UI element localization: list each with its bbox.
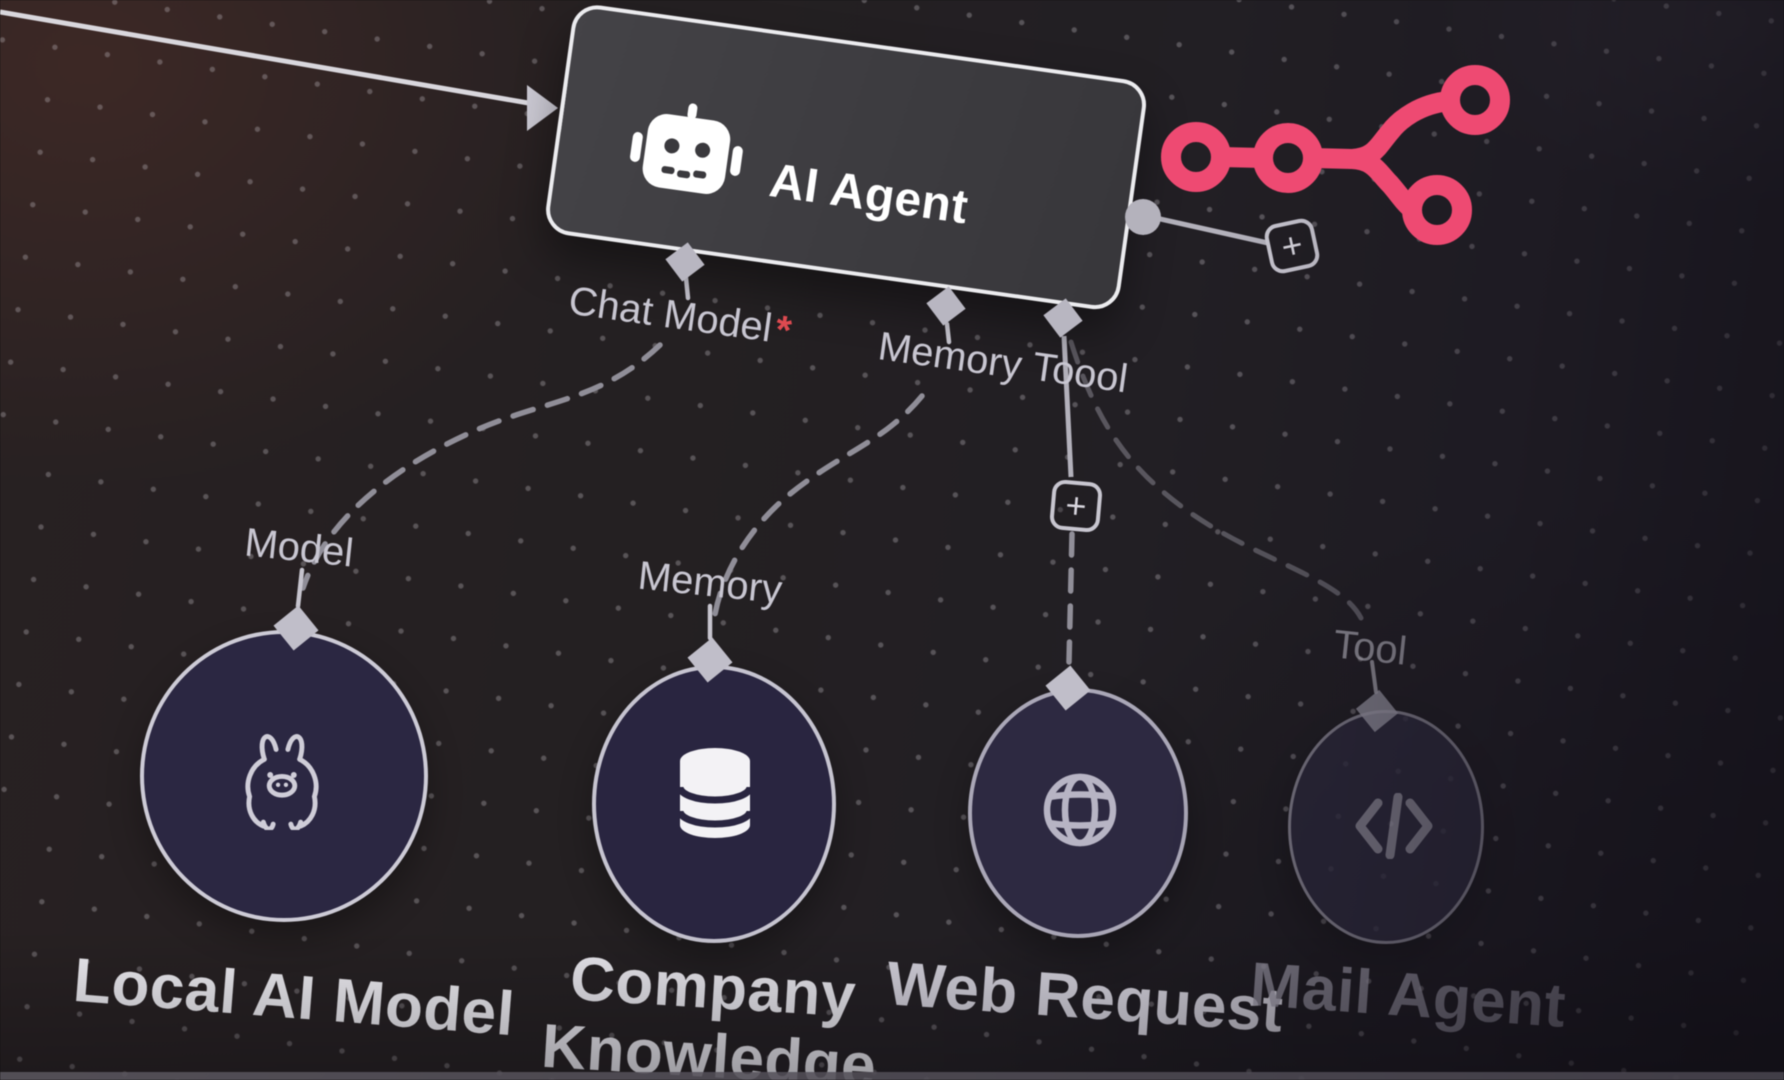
screen-bottom-strip (0, 1072, 1784, 1080)
